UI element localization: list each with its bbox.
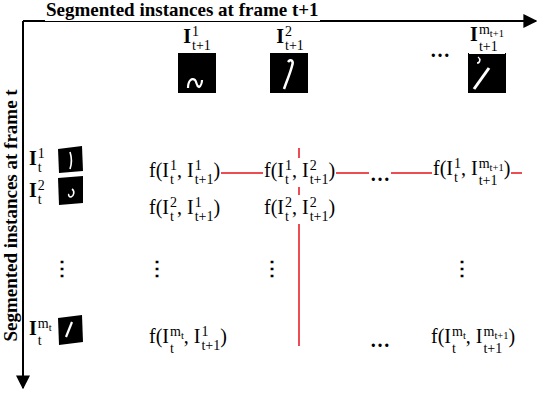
- similarity-cell: f(Imtt, Imt+1t+1): [430, 324, 516, 355]
- instance-thumbnail: [270, 53, 308, 93]
- instance-thumbnail: [468, 53, 506, 93]
- ellipsis: …: [429, 38, 451, 63]
- instance-label: Imtt: [28, 316, 53, 347]
- instance-label: Imt+1t+1: [469, 22, 505, 53]
- axis-title: Segmented instances at frame t+1: [45, 0, 320, 21]
- instance-thumbnail: [58, 176, 83, 205]
- instance-label: I1t: [28, 146, 46, 175]
- vertical-axis: [22, 21, 24, 388]
- ellipsis: ⋮: [146, 256, 168, 281]
- instance-label: I1t+1: [182, 24, 212, 53]
- instance-thumbnail: [57, 146, 84, 175]
- similarity-cell: f(I1t, I2t+1): [263, 158, 336, 187]
- ellipsis: …: [369, 328, 391, 353]
- ellipsis: ⋮: [261, 256, 283, 281]
- ellipsis: ⋮: [51, 256, 73, 281]
- instance-thumbnail: [58, 315, 83, 345]
- instance-label: I2t+1: [275, 24, 305, 53]
- ellipsis: ⋮: [451, 256, 473, 281]
- similarity-cell: f(I2t, I2t+1): [263, 195, 336, 224]
- axis-title: Segmented instances at frame t: [1, 88, 22, 342]
- similarity-cell: f(I1t, Imt+1t+1): [432, 156, 511, 187]
- instance-label: I2t: [28, 178, 46, 207]
- similarity-cell: f(I1t, I1t+1): [148, 158, 221, 187]
- similarity-cell: f(Imtt, I1t+1): [148, 324, 228, 355]
- similarity-cell: f(I2t, I1t+1): [148, 195, 221, 224]
- instance-thumbnail: [178, 53, 216, 93]
- ellipsis: …: [369, 162, 391, 187]
